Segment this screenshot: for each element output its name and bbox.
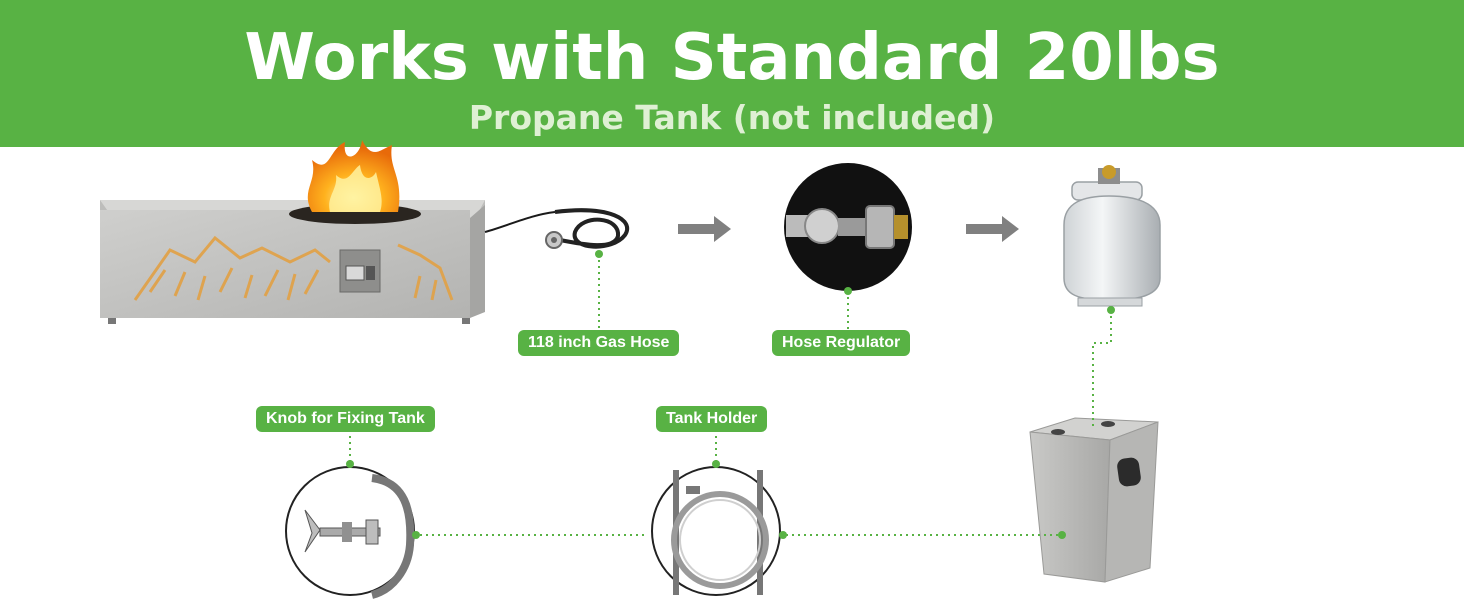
knob-detail-icon (285, 466, 415, 599)
banner-title: Works with Standard 20lbs (244, 21, 1220, 95)
flame-icon (307, 140, 400, 212)
hose-regulator-label: Hose Regulator (772, 330, 911, 356)
gas-hose-icon (545, 208, 630, 249)
knob-label: Knob for Fixing Tank (256, 406, 435, 432)
arrow-right-icon (678, 216, 731, 242)
tank-holder-label: Tank Holder (656, 406, 768, 432)
tank-holder-detail-icon (651, 466, 781, 596)
fire-pit-table (100, 140, 556, 324)
connector-lines (349, 254, 1112, 536)
header-banner: Works with Standard 20lbs Propane Tank (… (0, 0, 1464, 147)
regulator-icon (784, 163, 912, 291)
connector-dots (346, 250, 1115, 539)
arrow-right-icon (966, 216, 1019, 242)
tank-cover-icon (1029, 417, 1159, 583)
banner-subtitle: Propane Tank (not included) (468, 98, 996, 137)
gas-hose-label: 118 inch Gas Hose (518, 330, 680, 356)
propane-tank-icon (1063, 165, 1161, 307)
